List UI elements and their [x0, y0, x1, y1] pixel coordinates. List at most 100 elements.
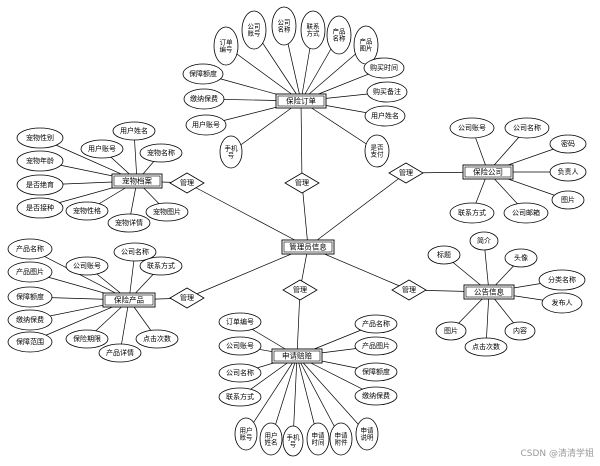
link-order-o1	[225, 45, 302, 102]
attr-claim-a7-shape	[354, 362, 398, 382]
entity-admin: 管理员信息	[289, 242, 327, 252]
attr-order-o9-shape	[185, 114, 227, 136]
attr-order-o3-shape	[271, 6, 297, 46]
entity-company: 保险公司	[473, 167, 503, 177]
attr-order-o9: 用户账号	[192, 120, 220, 129]
link-center-product	[186, 246, 309, 299]
entity-order: 保险订单	[286, 96, 316, 106]
entity-pet: 宠物档案	[122, 176, 152, 186]
attr-product-r3: 保障额度	[16, 292, 44, 301]
attr-claim-a13-shape	[329, 422, 353, 456]
attr-product-r2-shape	[7, 261, 53, 283]
attr-notice-n6-shape	[435, 321, 467, 341]
entity-order-box	[275, 93, 327, 109]
entity-company-box	[462, 164, 514, 180]
attr-product-r9: 保险期限	[73, 334, 101, 343]
attr-claim-a2: 公司账号	[226, 341, 254, 350]
attr-product-r8: 联系方式	[147, 261, 175, 270]
attr-claim-a9-shape	[234, 417, 258, 451]
shapes: 订单编号公司账号公司名称联系方式产品名称产品图片保障额度缴纳保费用户账号手机号购…	[7, 6, 594, 459]
attr-product-r4-shape	[7, 309, 53, 331]
attr-pet-p2-shape	[16, 150, 64, 172]
attr-notice-n7: 点击次数	[472, 342, 500, 351]
relation-notice: 管理	[402, 285, 416, 294]
attr-order-o6: 产品图片	[360, 36, 373, 52]
attr-order-o5-shape	[326, 15, 352, 55]
attr-claim-a10: 用户姓名	[265, 430, 278, 446]
attr-order-o11-shape	[363, 57, 405, 79]
attr-product-r7-shape	[113, 242, 157, 262]
attr-claim-a3: 公司名称	[226, 368, 254, 377]
attr-company-c7: 公司邮箱	[512, 208, 540, 217]
attr-claim-a6: 产品图片	[362, 341, 390, 350]
entity-claim-box	[271, 348, 323, 364]
attr-notice-n3-shape	[504, 248, 538, 268]
relation-company: 管理	[399, 168, 413, 177]
attr-pet-p10: 宠物图片	[153, 207, 181, 216]
attr-company-c4-shape	[549, 162, 587, 182]
link-order	[300, 100, 303, 184]
attr-notice-n8: 内容	[513, 326, 527, 335]
attr-order-o8-shape	[183, 88, 225, 110]
relation-company-shape	[388, 162, 424, 184]
entity-notice-inner	[465, 286, 513, 298]
attr-pet-p5-shape	[112, 121, 156, 141]
attr-pet-p6: 用户账号	[88, 144, 116, 153]
attr-order-o1: 订单编号	[220, 37, 234, 53]
link-order-o14	[300, 100, 378, 152]
attr-pet-p7: 宠物名称	[147, 148, 175, 157]
attr-order-o8: 缴纳保费	[190, 94, 218, 103]
attr-order-o12: 购买备注	[373, 87, 401, 96]
attr-company-c6-shape	[449, 202, 495, 224]
link-order-o10	[230, 100, 302, 153]
attr-pet-p9: 宠物详情	[115, 218, 143, 227]
attr-product-r3-shape	[7, 286, 53, 308]
attr-notice-n3: 头像	[514, 253, 528, 262]
attr-pet-p1: 宠物性别	[26, 133, 54, 142]
attr-claim-a14: 申请说明	[361, 425, 375, 441]
entity-product-inner	[104, 294, 154, 306]
attr-order-o10-shape	[219, 135, 243, 169]
attr-company-c7-shape	[503, 202, 549, 224]
attr-order-o13: 用户姓名	[371, 111, 399, 120]
entity-admin-inner	[283, 241, 333, 253]
attr-claim-a3-shape	[218, 363, 262, 383]
entity-product-box	[102, 292, 156, 308]
attr-company-c6: 联系方式	[458, 208, 486, 217]
relation-claim-shape	[282, 279, 318, 301]
attr-order-o7: 保障额度	[189, 69, 217, 78]
attr-order-o5: 产品名称	[333, 26, 347, 42]
attr-pet-p5: 用户姓名	[120, 126, 148, 135]
attr-order-o14-shape	[364, 134, 390, 168]
attr-order-o10: 手机号	[225, 143, 239, 159]
attr-order-o2: 公司账号	[248, 22, 262, 37]
attr-notice-n6: 图片	[444, 326, 458, 335]
attr-claim-a14-shape	[355, 417, 379, 451]
link-center-pet	[186, 182, 309, 248]
attr-order-o7-shape	[182, 63, 224, 85]
attr-product-r5: 保障范围	[16, 337, 44, 346]
entity-company-inner	[464, 166, 512, 178]
attr-claim-a12-shape	[306, 422, 330, 456]
attr-pet-p3-shape	[16, 174, 64, 196]
attr-company-c2-shape	[504, 117, 550, 139]
relation-product: 管理	[180, 293, 194, 302]
relation-product-shape	[169, 287, 205, 309]
attr-company-c1: 公司账号	[458, 123, 486, 132]
attr-order-o1-shape	[213, 26, 239, 66]
relation-notice-shape	[391, 279, 427, 301]
attr-pet-p3: 是否绝育	[26, 180, 54, 189]
attr-order-o2-shape	[241, 10, 267, 50]
attr-claim-a2-shape	[218, 336, 262, 356]
relation-claim: 管理	[293, 285, 307, 294]
attr-product-r1: 产品名称	[16, 244, 44, 253]
entity-notice-box	[463, 284, 515, 300]
attr-product-r5-shape	[7, 331, 53, 353]
attr-order-o4-shape	[300, 10, 326, 50]
attr-notice-n1: 标题	[437, 250, 451, 259]
attr-claim-a5-shape	[354, 314, 398, 334]
link-center-order	[301, 182, 309, 248]
attr-pet-p8: 宠物性格	[73, 206, 101, 215]
attr-product-r9-shape	[65, 329, 109, 349]
